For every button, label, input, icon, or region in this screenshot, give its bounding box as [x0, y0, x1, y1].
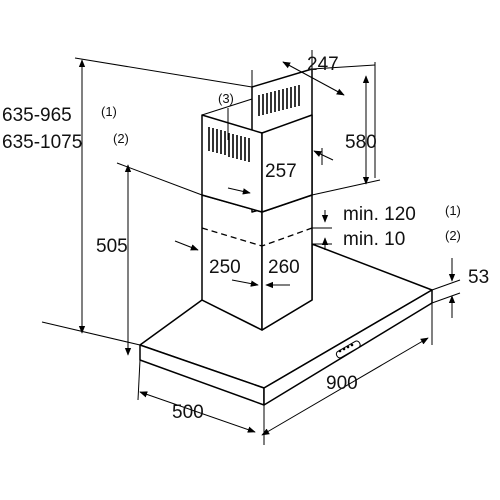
note-2: (2)	[113, 131, 129, 146]
label-hood-depth: 500	[172, 402, 204, 423]
upper-chimney-front	[201, 114, 263, 213]
label-hood-thickness: 53	[468, 267, 489, 288]
label-height-total-1: 635-965	[2, 105, 72, 126]
dim-canopy-height	[116, 162, 203, 356]
dim-hood-width	[261, 303, 433, 445]
label-lower-chimney-depth: 250	[209, 257, 241, 278]
dim-upper-chimney-height	[311, 62, 381, 196]
label-upper-chimney-height: 580	[345, 132, 377, 153]
vent-callout: (3)	[218, 91, 234, 106]
label-min-gap-1: min. 120	[343, 204, 416, 225]
vent-slots-back	[258, 85, 300, 116]
vent-slots-front	[208, 127, 250, 162]
note-1: (1)	[101, 104, 117, 119]
min-gap-note-2: (2)	[445, 228, 461, 243]
dim-lower-chimney	[174, 240, 290, 289]
label-chimney-width: 247	[307, 54, 339, 75]
label-hood-width: 900	[326, 373, 358, 394]
dim-upper-chimney-depth	[227, 148, 334, 195]
dim-total-height	[41, 57, 253, 346]
dim-hood-depth	[137, 359, 256, 433]
dim-min-gap	[312, 210, 332, 250]
dim-chimney-width	[251, 50, 376, 96]
lower-chimney	[201, 194, 313, 331]
dim-hood-thickness	[431, 258, 461, 318]
min-gap-note-1: (1)	[445, 203, 461, 218]
label-height-total-2: 635-1075	[2, 132, 82, 153]
label-canopy-height: 505	[96, 236, 128, 257]
chimney-overlap-hidden-line	[201, 227, 313, 247]
label-upper-chimney-depth: 257	[265, 161, 297, 182]
label-lower-chimney-width: 260	[268, 257, 300, 278]
label-min-gap-2: min. 10	[343, 229, 405, 250]
